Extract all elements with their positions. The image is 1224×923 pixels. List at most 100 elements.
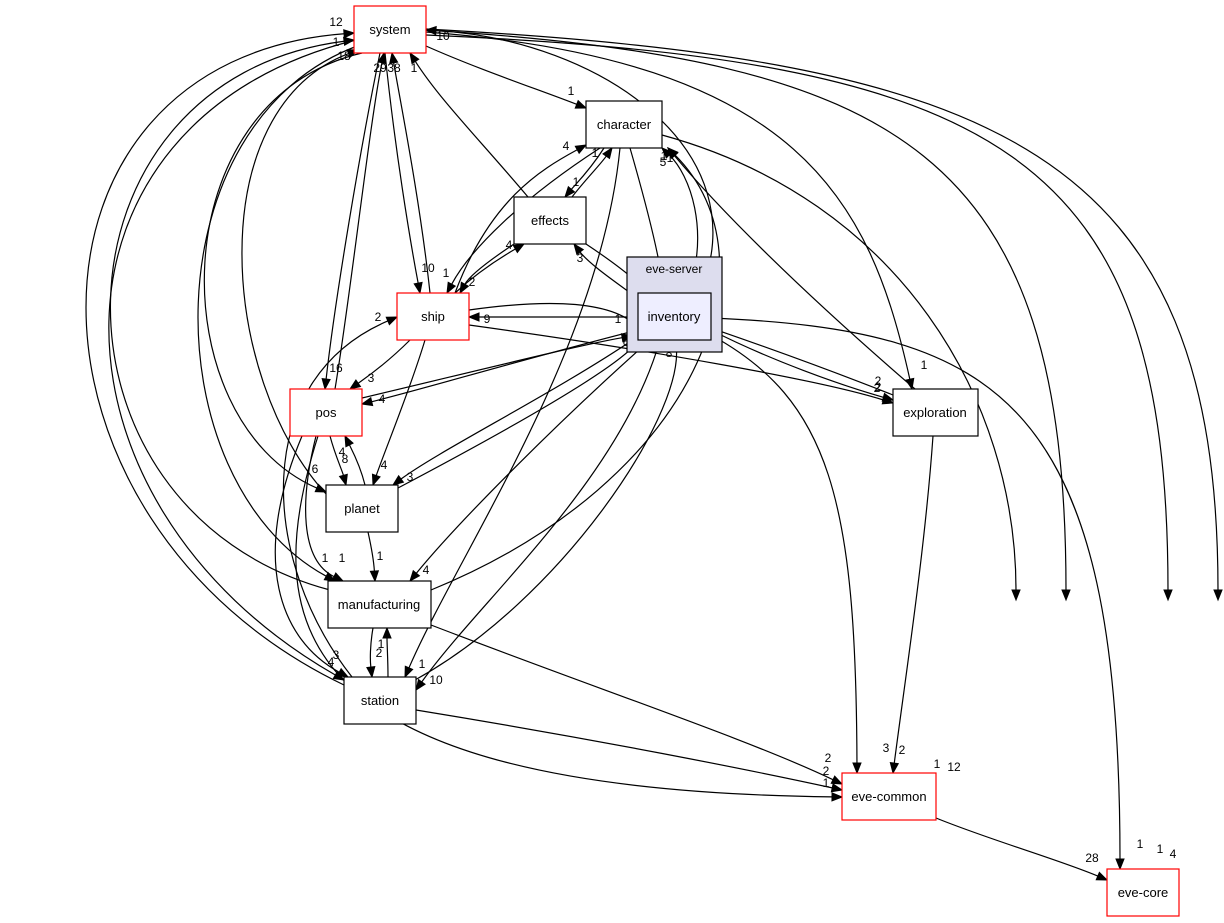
edge-exploration-to-inventory[interactable]: 2 [709, 326, 894, 396]
node-planet[interactable]: planet [325, 484, 399, 533]
edge-weight-label[interactable]: 2 [825, 751, 832, 765]
edge-ship-to-planet[interactable]: 4 [371, 339, 426, 487]
edge-weight-label[interactable]: 28 [1085, 851, 1099, 865]
edge-weight-label[interactable]: 1 [443, 266, 450, 280]
node-exploration[interactable]: exploration [892, 388, 979, 437]
edge-weight-label[interactable]: 2 [823, 764, 830, 778]
edge-planet-to-pos[interactable]: 4 [339, 434, 366, 486]
edge-inventory-to-exploration[interactable]: 2 [710, 329, 895, 402]
edge-weight-label[interactable]: 1 [934, 757, 941, 771]
node-eve-common[interactable]: eve-common [841, 772, 937, 821]
edge-weight-label[interactable]: 5 [660, 155, 667, 169]
node-station[interactable]: station [343, 676, 417, 725]
edge-weight-label[interactable]: 9 [484, 312, 491, 326]
edge-weight-label[interactable]: 4 [1170, 847, 1177, 861]
edge-station-to-eve-common[interactable]: 2 [415, 709, 844, 793]
edge-system-to-pos[interactable]: 16 [321, 52, 381, 391]
edge-inventory-to-manufacturing[interactable]: 4 [409, 339, 651, 583]
edge-weight-label[interactable]: 3 [883, 741, 890, 755]
edge-system-to-eve-core[interactable]: 4 [425, 28, 1223, 861]
edge-ship-to-system[interactable]: 38 [387, 51, 431, 294]
edge-system-to-eve-core[interactable]: 1 [425, 34, 1173, 856]
edge-pos-to-system[interactable]: 29 [334, 51, 387, 390]
edge-station-to-system[interactable]: 12 [85, 15, 356, 686]
edge-weight-label[interactable]: 4 [563, 139, 570, 153]
edge-manufacturing-to-eve-common[interactable]: 2 [430, 624, 844, 785]
edge-weight-label[interactable]: 1 [921, 358, 928, 372]
edge-weight-label[interactable]: 1 [1137, 837, 1144, 851]
edge-weight-label[interactable]: 2 [875, 380, 882, 394]
edge-weight-label[interactable]: 3 [577, 251, 584, 265]
node-manufacturing[interactable]: manufacturing [327, 580, 432, 629]
edge-eve-common-to-eve-core[interactable]: 28 [935, 817, 1109, 881]
edge-effects-to-ship[interactable]: 2 [459, 243, 515, 295]
edge-weight-label[interactable]: 6 [623, 335, 630, 349]
edge-weight-label[interactable]: 1 [661, 149, 668, 163]
edge-system-to-ship[interactable]: 10 [384, 52, 435, 295]
edge-weight-label[interactable]: 8 [666, 346, 673, 360]
edge-weight-label[interactable]: 1 [333, 35, 340, 49]
node-eve-core[interactable]: eve-core [1106, 868, 1180, 917]
edge-weight-label[interactable]: 16 [329, 361, 343, 375]
edge-inventory-to-ship[interactable]: 9 [467, 312, 638, 326]
edge-manufacturing-to-station[interactable]: 2 [366, 627, 383, 679]
edge-weight-label[interactable]: 2 [875, 374, 882, 388]
edge-weight-label[interactable]: 3 [407, 470, 414, 484]
edge-inventory-to-planet[interactable]: 3 [391, 334, 641, 486]
edge-weight-label[interactable]: 4 [381, 458, 388, 472]
node-ship[interactable]: ship [396, 292, 470, 341]
node-character[interactable]: character [585, 100, 663, 149]
edge-weight-label[interactable]: 1 [823, 776, 830, 790]
edge-pos-to-station[interactable]: 3 [274, 435, 350, 678]
edge-weight-label[interactable]: 2 [899, 743, 906, 757]
edge-ship-to-character[interactable]: 4 [454, 139, 588, 294]
node-pos[interactable]: pos [289, 388, 363, 437]
edge-weight-label[interactable]: 2 [874, 381, 881, 395]
edge-inventory-to-eve-core[interactable]: 1 [710, 317, 1144, 871]
edge-weight-label[interactable]: 3 [368, 371, 375, 385]
edge-weight-label[interactable]: 1 [615, 312, 622, 326]
edge-planet-to-inventory[interactable]: 3 [397, 339, 650, 489]
edge-weight-label[interactable]: 4 [423, 563, 430, 577]
edge-weight-label[interactable]: 10 [429, 673, 443, 687]
edge-weight-label[interactable]: 4 [379, 392, 386, 406]
edge-weight-label[interactable]: 4 [328, 655, 335, 669]
edge-station-to-ship[interactable]: 2 [282, 310, 399, 678]
edge-inventory-to-station[interactable]: 10 [415, 339, 661, 692]
edge-weight-label[interactable]: 4 [339, 445, 346, 459]
edge-character-to-ship[interactable]: 1 [443, 147, 601, 295]
edge-weight-label[interactable]: 1 [378, 637, 385, 651]
edge-weight-label[interactable]: 1 [592, 146, 599, 160]
edge-weight-label[interactable]: 1 [1157, 842, 1164, 856]
edge-weight-label[interactable]: 10 [421, 261, 435, 275]
edge-weight-label[interactable]: 1 [667, 151, 674, 165]
edge-weight-label[interactable]: 1 [411, 61, 418, 75]
edge-weight-label[interactable]: 1 [322, 551, 329, 565]
edge-effects-to-character[interactable]: 1 [571, 146, 613, 198]
edge-system-to-manufacturing[interactable]: 1 [197, 44, 361, 582]
edge-weight-label[interactable]: 1 [573, 175, 580, 189]
edge-system-to-station[interactable]: 4 [108, 39, 357, 681]
edge-weight-label[interactable]: 2 [376, 646, 383, 660]
edge-planet-to-manufacturing[interactable]: 1 [367, 531, 384, 583]
edge-weight-label[interactable]: 8 [342, 452, 349, 466]
edge-character-to-eve-common[interactable]: 1 [661, 134, 1021, 771]
edge-inventory-to-pos[interactable]: 4 [360, 329, 639, 407]
edge-ship-to-exploration[interactable]: 2 [468, 324, 895, 405]
node-system[interactable]: system [353, 5, 427, 54]
edge-weight-label[interactable]: 1 [339, 551, 346, 565]
edge-effects-to-system[interactable]: 1 [409, 51, 529, 198]
edge-manufacturing-to-character[interactable]: 1 [430, 147, 721, 591]
edge-weight-label[interactable]: 12 [329, 15, 343, 29]
edge-character-to-effects[interactable]: 1 [564, 147, 605, 199]
edge-inventory-to-eve-common[interactable]: 3 [710, 334, 890, 775]
edge-station-to-manufacturing[interactable]: 1 [378, 626, 392, 678]
node-effects[interactable]: effects [513, 196, 587, 245]
edge-weight-label[interactable]: 4 [506, 238, 513, 252]
edge-character-to-station[interactable]: 1 [404, 147, 621, 679]
edge-pos-to-planet[interactable]: 8 [329, 435, 349, 487]
edge-ship-to-pos[interactable]: 3 [348, 339, 411, 390]
edge-ship-to-inventory[interactable]: 1 [468, 302, 640, 327]
edge-weight-label[interactable]: 1 [419, 657, 426, 671]
node-inventory[interactable]: inventory [637, 292, 712, 341]
